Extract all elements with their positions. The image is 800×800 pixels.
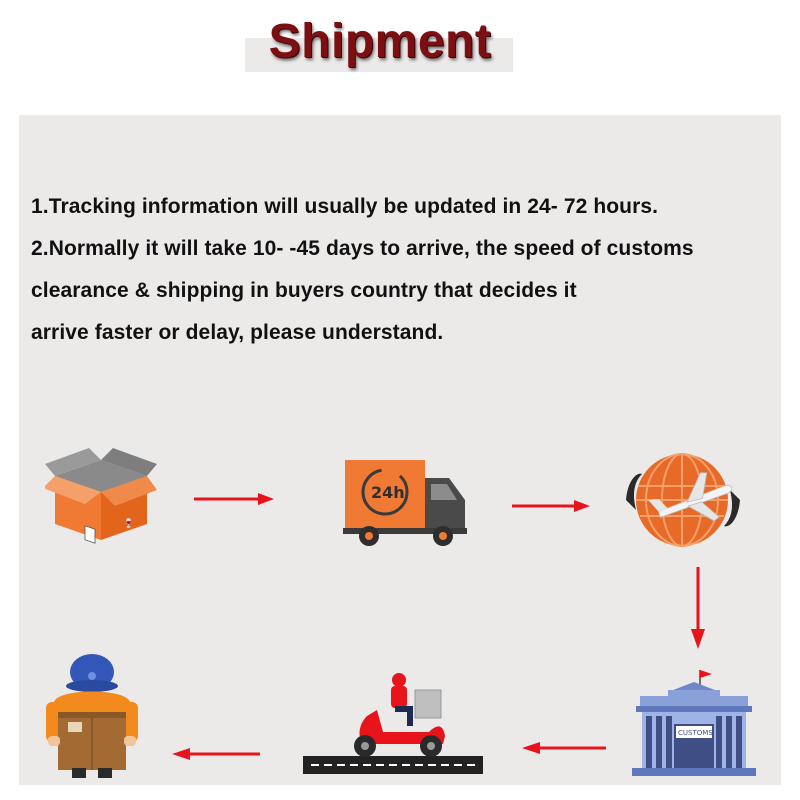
- delivery-truck-icon: 24h: [343, 460, 467, 546]
- globe-airplane-icon: [626, 453, 740, 547]
- svg-text:🍷: 🍷: [123, 517, 134, 529]
- customs-building-icon: CUSTOMS: [632, 670, 756, 776]
- delay-notice-text: arrive faster or delay, please understan…: [31, 321, 444, 344]
- tracking-info-text: 1.Tracking information will usually be u…: [31, 195, 659, 218]
- flow-arrow-3: [691, 567, 705, 649]
- flow-arrow-2: [512, 500, 590, 512]
- page-title: Shipment: [268, 15, 492, 68]
- flow-arrow-5: [172, 748, 260, 760]
- truck-24h-badge: 24h: [371, 483, 405, 502]
- scooter-courier-icon: [303, 673, 483, 774]
- flow-arrow-1: [194, 493, 274, 505]
- flow-arrow-4: [522, 742, 606, 754]
- customs-clearance-text: clearance & shipping in buyers country t…: [31, 279, 577, 302]
- delivery-time-text: 2.Normally it will take 10- -45 days to …: [31, 237, 694, 260]
- package-box-icon: 🍷: [45, 448, 157, 544]
- title-band: [245, 38, 513, 72]
- customs-sign: CUSTOMS: [678, 729, 713, 737]
- delivery-person-icon: [46, 654, 138, 778]
